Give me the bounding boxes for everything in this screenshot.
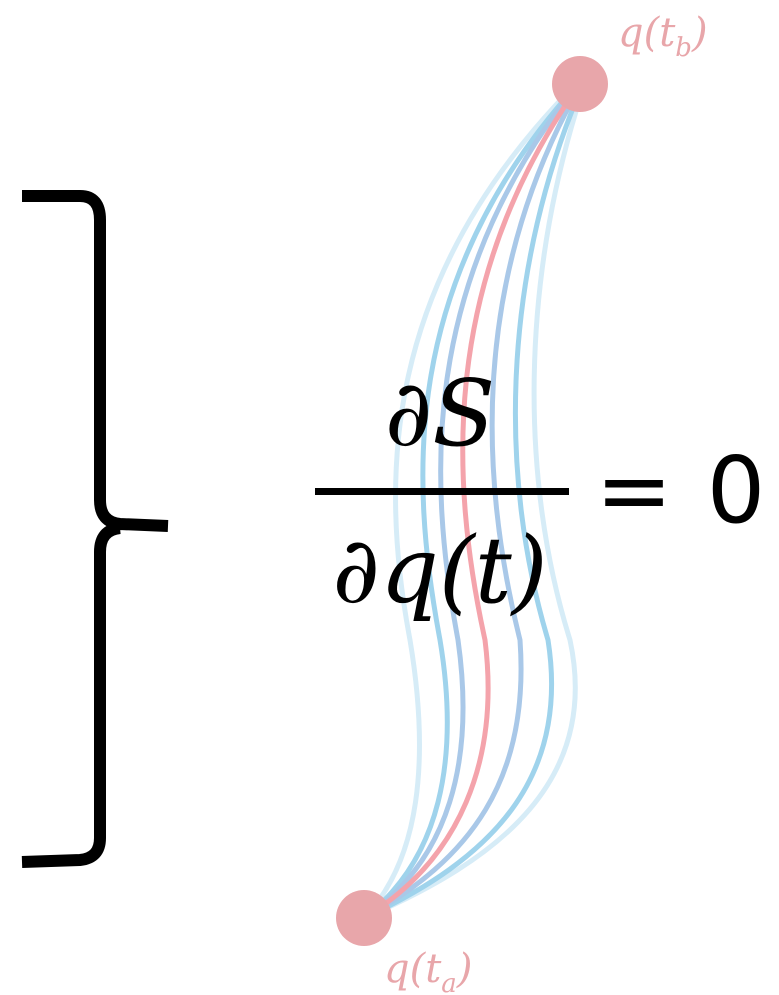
endpoint-top-label: q(tb) [618,10,708,63]
varied-path-outer-left [361,79,581,921]
equals-sign: = [595,437,672,544]
endpoint-bottom-dot [336,890,392,946]
varied-path-outer-right [361,83,587,921]
curly-brace [21,190,169,868]
endpoint-bottom-label: q(ta) [384,946,472,995]
true-path [361,81,583,921]
varied-path-right-2 [361,83,585,921]
varied-path-right-1 [361,83,583,921]
equation-rhs: 0 [707,437,766,544]
endpoint-top-dot [552,56,608,112]
varied-path-left-1 [361,81,581,921]
fraction-bar [315,488,569,495]
equation-denominator: ∂q(t) [332,517,547,624]
varied-path-left-2 [361,81,581,921]
varied-paths [361,79,587,921]
equation-numerator: ∂S [385,360,496,467]
